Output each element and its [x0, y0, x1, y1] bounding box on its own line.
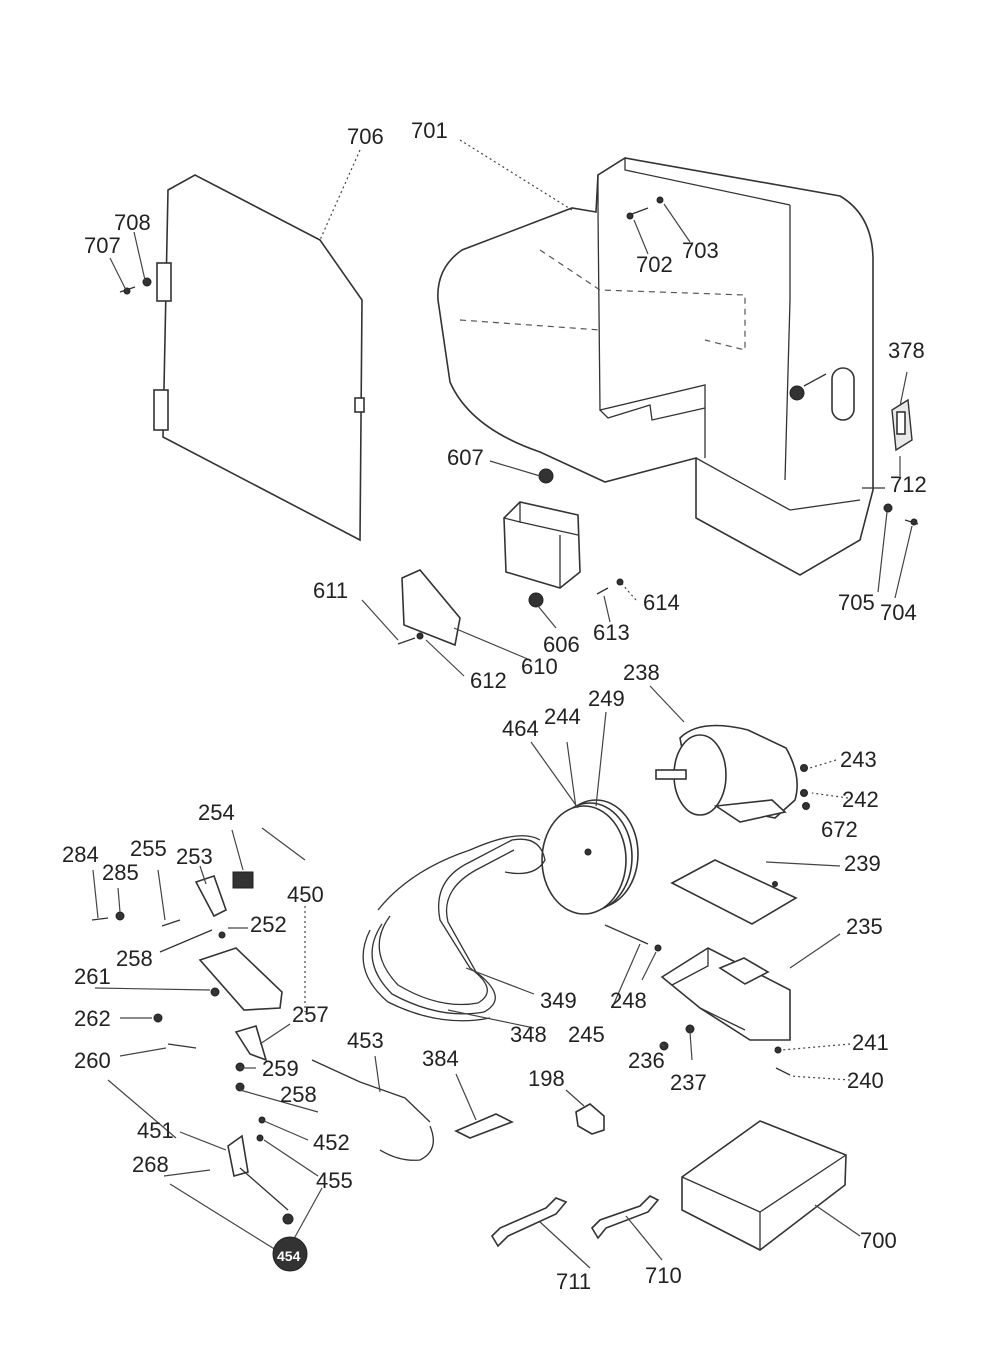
label-711: 711: [556, 1269, 591, 1294]
label-454: 454: [277, 1248, 301, 1264]
label-702: 702: [636, 252, 673, 277]
label-607: 607: [447, 445, 484, 470]
label-258b: 258: [280, 1082, 317, 1107]
label-610: 610: [521, 654, 558, 679]
label-712: 712: [890, 472, 927, 497]
label-235: 235: [846, 914, 883, 939]
belts: [362, 835, 546, 1022]
label-451: 451: [137, 1118, 174, 1143]
label-284: 284: [62, 842, 99, 867]
label-255: 255: [130, 836, 167, 861]
label-237: 237: [670, 1070, 707, 1095]
label-701: 701: [411, 118, 448, 143]
label-708: 708: [114, 210, 151, 235]
toolbox: [681, 1120, 847, 1251]
motor: [655, 724, 810, 823]
label-254: 254: [198, 800, 235, 825]
wrenches: [490, 1195, 660, 1248]
label-258a: 258: [116, 946, 153, 971]
label-239: 239: [844, 851, 881, 876]
label-262: 262: [74, 1006, 111, 1031]
label-242: 242: [842, 787, 879, 812]
label-349: 349: [540, 988, 577, 1013]
gauge-plate: [454, 1113, 514, 1139]
label-710: 710: [645, 1263, 682, 1288]
label-285: 285: [102, 860, 139, 885]
label-606: 606: [543, 632, 580, 657]
tension-assembly: [91, 871, 434, 1225]
label-248: 248: [610, 988, 647, 1013]
junction-box: [397, 468, 624, 647]
label-700: 700: [860, 1228, 897, 1253]
label-453: 453: [347, 1028, 384, 1053]
label-238: 238: [623, 660, 660, 685]
label-707: 707: [84, 233, 121, 258]
wheel-housing: [437, 157, 874, 576]
label-611: 611: [313, 578, 348, 603]
label-452: 452: [313, 1130, 350, 1155]
motor-plate: [670, 859, 798, 925]
label-259: 259: [262, 1056, 299, 1081]
label-249: 249: [588, 686, 625, 711]
label-236: 236: [628, 1048, 665, 1073]
label-252: 252: [250, 912, 287, 937]
label-240: 240: [847, 1068, 884, 1093]
label-450: 450: [287, 882, 324, 907]
label-244: 244: [544, 704, 581, 729]
label-268: 268: [132, 1152, 169, 1177]
callout-454-circle: [272, 1236, 308, 1272]
label-384: 384: [422, 1046, 459, 1071]
label-245: 245: [568, 1022, 605, 1047]
block: [575, 1103, 605, 1135]
motor-base: [604, 924, 791, 1076]
label-614: 614: [643, 590, 680, 615]
label-241: 241: [852, 1030, 889, 1055]
pulley: [541, 799, 639, 915]
label-706: 706: [347, 124, 384, 149]
label-672: 672: [821, 817, 858, 842]
label-348: 348: [510, 1022, 547, 1047]
label-198: 198: [528, 1066, 565, 1091]
label-613: 613: [593, 620, 630, 645]
label-253: 253: [176, 844, 213, 869]
label-703: 703: [682, 238, 719, 263]
label-243: 243: [840, 747, 877, 772]
label-378: 378: [888, 338, 925, 363]
door-panel: [119, 174, 365, 542]
switch-box: [862, 398, 919, 526]
label-455: 455: [316, 1168, 353, 1193]
label-612: 612: [470, 668, 507, 693]
part-labels: 706 701 708 707 702 703 378 712 705 704 …: [62, 118, 927, 1294]
label-464: 464: [502, 716, 539, 741]
label-260: 260: [74, 1048, 111, 1073]
label-705: 705: [838, 590, 875, 615]
leader-lines: [92, 139, 913, 1269]
label-704: 704: [880, 600, 917, 625]
label-257: 257: [292, 1002, 329, 1027]
label-261: 261: [74, 964, 111, 989]
